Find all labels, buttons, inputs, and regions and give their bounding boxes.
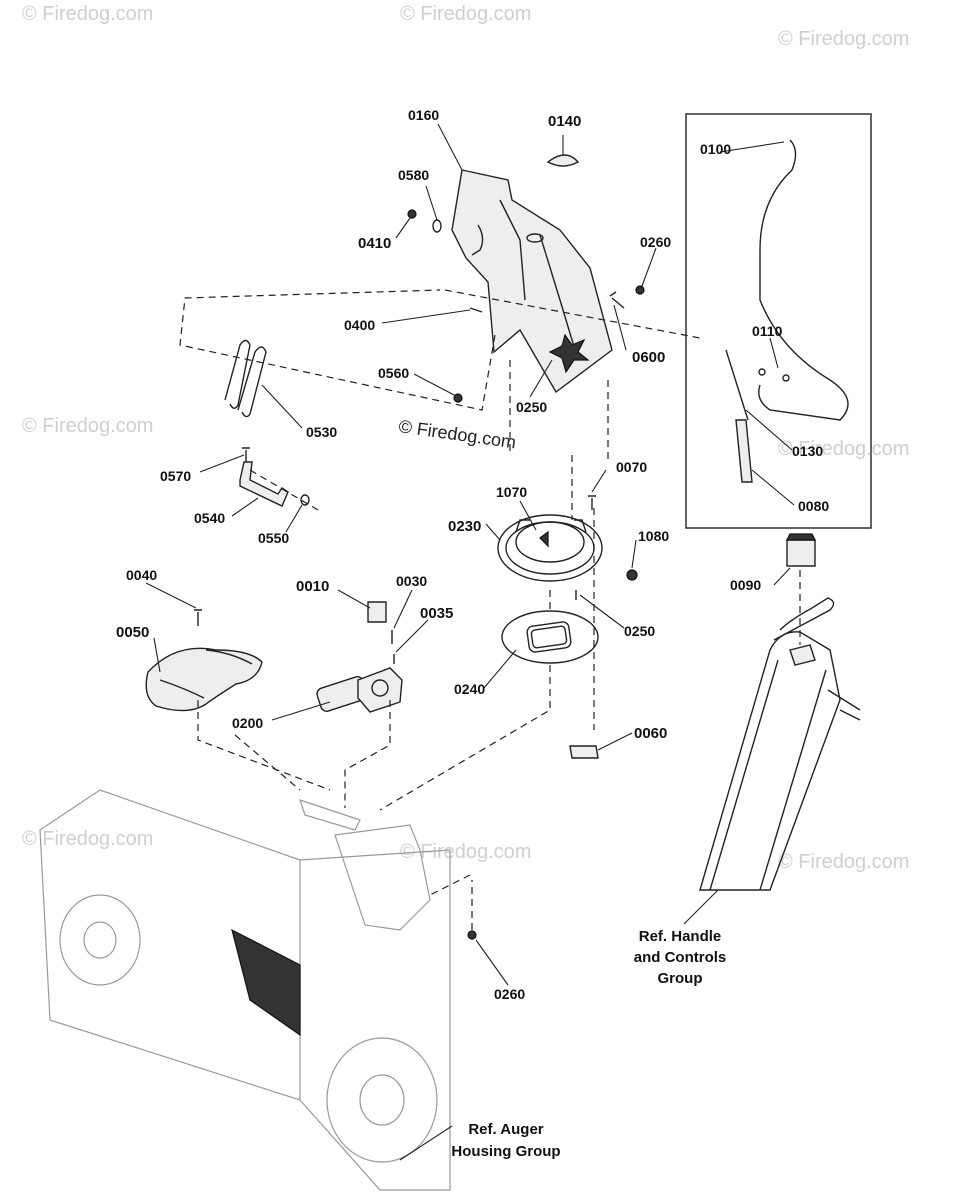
label-0050: 0050 — [116, 624, 149, 641]
ring-gear-0230 — [497, 514, 603, 582]
ref-auger-line2: Housing Group — [451, 1143, 560, 1160]
screw-0570 — [242, 447, 250, 462]
spring-0530 — [224, 339, 267, 418]
label-0530: 0530 — [306, 424, 337, 440]
watermark-low-right: © Firedog.com — [778, 851, 909, 873]
watermark-low-center: © Firedog.com — [400, 841, 531, 863]
label-0540: 0540 — [194, 510, 225, 526]
label-0035: 0035 — [420, 605, 453, 622]
label-0550: 0550 — [258, 530, 289, 546]
tube-0080 — [735, 419, 753, 483]
label-0410: 0410 — [358, 235, 391, 252]
label-0090: 0090 — [730, 577, 761, 593]
ref-handle-line1: Ref. Handle — [639, 928, 722, 945]
label-0160: 0160 — [408, 107, 439, 123]
screw-0070 — [588, 495, 596, 510]
chute-deflector — [451, 169, 613, 394]
label-0600: 0600 — [632, 349, 665, 366]
label-0230: 0230 — [448, 518, 481, 535]
dash-chute-down — [509, 360, 609, 520]
label-0040: 0040 — [126, 567, 157, 583]
label-0200: 0200 — [232, 715, 263, 731]
label-0580: 0580 — [398, 167, 429, 183]
nut-0410 — [407, 209, 417, 219]
screw-0040 — [194, 609, 202, 626]
auger-housing — [39, 789, 451, 1191]
clip-0110 — [758, 368, 766, 376]
gear-0010 — [367, 601, 387, 623]
label-0030: 0030 — [396, 573, 427, 589]
ref-auger-line1: Ref. Auger — [468, 1121, 543, 1138]
dash-chute-lower — [179, 289, 701, 411]
nut-0260-bottom — [467, 930, 477, 940]
dash-plate — [379, 508, 595, 811]
label-0240: 0240 — [454, 681, 485, 697]
cable-0130 — [725, 349, 749, 421]
bushing-0060 — [569, 745, 599, 759]
watermark-top-left: © Firedog.com — [22, 3, 153, 25]
label-0080: 0080 — [798, 498, 829, 514]
watermark-center: © Firedog.com — [397, 416, 517, 452]
label-0060: 0060 — [634, 725, 667, 742]
label-0260-top: 0260 — [640, 234, 671, 250]
leader-lines — [145, 123, 795, 1161]
label-0140: 0140 — [548, 113, 581, 130]
dash-bracket — [249, 469, 319, 511]
knob-top — [786, 533, 816, 541]
label-0570: 0570 — [160, 468, 191, 484]
plate-0240 — [501, 610, 599, 664]
motor-0200 — [316, 667, 403, 713]
label-0400: 0400 — [344, 317, 375, 333]
handle-assembly — [699, 597, 861, 891]
label-0130: 0130 — [792, 443, 823, 459]
watermark-mid-left: © Firedog.com — [22, 415, 153, 437]
label-0010: 0010 — [296, 578, 329, 595]
dash-motor — [197, 700, 391, 808]
watermark-mid-right: © Firedog.com — [778, 438, 909, 460]
watermark-top-right: © Firedog.com — [778, 28, 909, 50]
label-0250-top: 0250 — [516, 399, 547, 415]
dash-housing-nut — [429, 874, 473, 930]
watermark-top-center: © Firedog.com — [400, 3, 531, 25]
cap-part — [546, 154, 580, 167]
label-1080: 1080 — [638, 528, 669, 544]
bracket-0540 — [239, 461, 289, 507]
clip-0110-b — [782, 374, 790, 382]
cable-inset-box — [685, 113, 872, 529]
ref-handle-line2: and Controls — [634, 949, 727, 966]
nut-0260-top — [635, 285, 645, 295]
label-0560: 0560 — [378, 365, 409, 381]
label-1070: 1070 — [496, 484, 527, 500]
label-0100: 0100 — [700, 141, 731, 157]
label-0260-bottom: 0260 — [494, 986, 525, 1002]
knob-0090 — [786, 539, 816, 567]
label-0250-bottom: 0250 — [624, 623, 655, 639]
label-0070: 0070 — [616, 459, 647, 475]
screw-0400 — [469, 307, 483, 313]
watermark-low-left: © Firedog.com — [22, 828, 153, 850]
label-0110: 0110 — [752, 323, 783, 339]
ref-handle-line3: Group — [658, 970, 703, 987]
nut-1080 — [626, 569, 638, 581]
nut-0550 — [300, 494, 310, 506]
washer-0580 — [432, 219, 442, 233]
cable-0100 — [758, 139, 849, 421]
motor-cover-0050 — [145, 647, 263, 712]
bolt-0600 — [609, 291, 625, 309]
